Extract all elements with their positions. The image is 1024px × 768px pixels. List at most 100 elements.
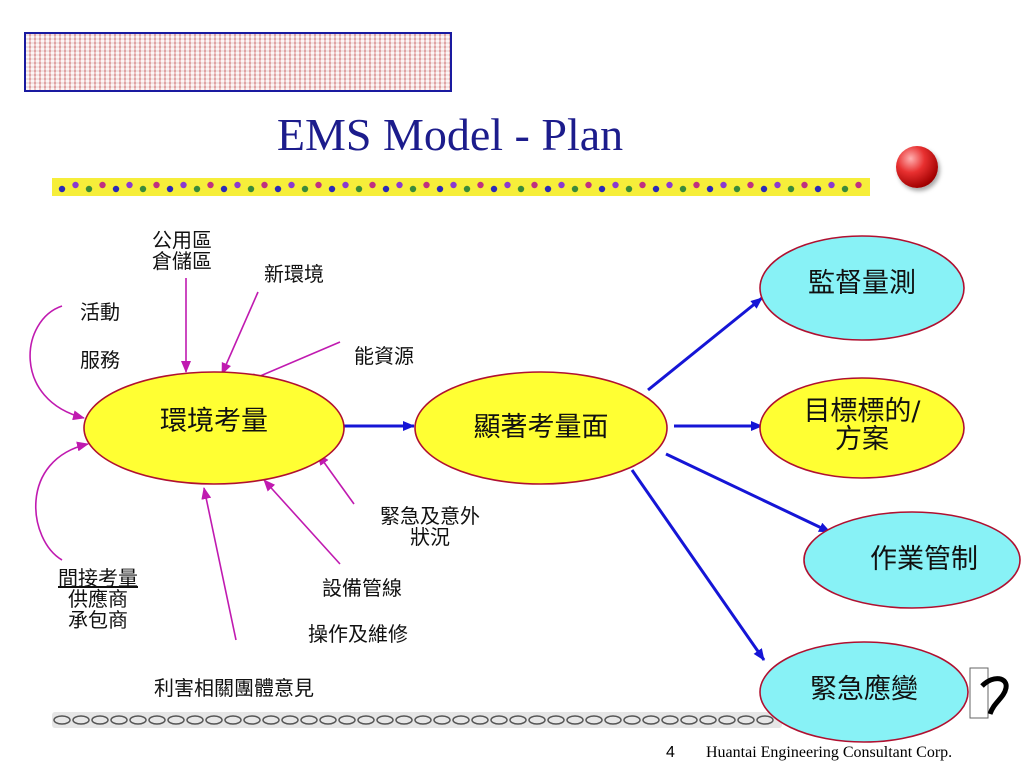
chain-link <box>243 715 261 725</box>
label-services: 服務 <box>80 348 120 372</box>
chain-link <box>91 715 109 725</box>
chain-link <box>319 715 337 725</box>
chain-link <box>718 715 736 725</box>
label-energy: 能資源 <box>354 344 414 368</box>
node-environmental-consideration <box>83 371 345 485</box>
flower-dot <box>342 181 349 189</box>
flower-dot <box>261 181 268 189</box>
slide-title: EMS Model - Plan <box>276 109 624 160</box>
flower-dot <box>720 181 727 189</box>
flower-dot <box>747 181 754 189</box>
arrow-indirect <box>35 441 89 561</box>
flower-dot <box>166 185 174 193</box>
flower-dot <box>126 181 133 189</box>
flower-dot <box>490 185 498 193</box>
node-consider-label: 環境考量 <box>160 406 268 437</box>
flower-dot <box>774 181 781 189</box>
label-new-environment: 新環境 <box>264 262 324 286</box>
flower-dot <box>504 181 511 189</box>
chain-link <box>167 715 185 725</box>
flower-dot <box>814 185 822 193</box>
flower-dot <box>220 185 228 193</box>
flower-dot <box>450 181 457 189</box>
flower-dot <box>652 185 660 193</box>
flower-dot <box>193 185 201 193</box>
flower-dot <box>760 185 768 193</box>
node-operation-label: 作業管制 <box>870 544 978 575</box>
chain-link <box>623 715 641 725</box>
flower-dot <box>85 185 93 193</box>
flower-dot <box>301 185 309 193</box>
corner-logo-icon <box>969 667 1009 719</box>
label-public-storage: 公用區 倉儲區 <box>152 228 212 273</box>
node-monitor-label: 監督量測 <box>808 268 916 299</box>
flower-dot <box>598 185 606 193</box>
flower-dot <box>463 185 471 193</box>
chain-link <box>376 715 394 725</box>
page-number: 4 <box>666 744 675 761</box>
flower-dot <box>531 181 538 189</box>
flower-dot <box>787 185 795 193</box>
flower-dot <box>693 181 700 189</box>
flower-dot <box>355 185 363 193</box>
flower-dot <box>139 185 147 193</box>
flower-dot <box>841 185 849 193</box>
flower-dot <box>679 185 687 193</box>
flower-dot <box>99 181 106 189</box>
chain-link <box>205 715 223 725</box>
node-objectives-label: 目標標的/ 方案 <box>803 396 921 456</box>
arrow-to-monitor <box>647 296 763 392</box>
flower-dot <box>409 185 417 193</box>
flower-dot <box>153 181 160 189</box>
label-indirect: 間接考量 <box>58 566 138 590</box>
chain-link <box>357 715 375 725</box>
flower-dot <box>423 181 430 189</box>
chain-link <box>110 715 128 725</box>
flower-dot <box>517 185 525 193</box>
flower-dot <box>828 181 835 189</box>
chain-link <box>433 715 451 725</box>
arrow-stakeholder <box>201 487 237 641</box>
node-emergency-response <box>759 641 969 743</box>
chain-link <box>395 715 413 725</box>
label-indirect-group: 間接考量 供應商 承包商 <box>58 568 138 631</box>
node-objectives <box>759 377 965 479</box>
arrow-equipment <box>263 479 341 565</box>
flower-dot <box>274 185 282 193</box>
flower-dot <box>706 185 714 193</box>
footer-company: Huantai Engineering Consultant Corp. <box>706 744 953 761</box>
chain-link <box>452 715 470 725</box>
chain-link <box>414 715 432 725</box>
flower-dot <box>328 185 336 193</box>
chain-link <box>585 715 603 725</box>
flower-dot <box>585 181 592 189</box>
node-monitor-measure <box>759 235 965 341</box>
flower-dot <box>247 185 255 193</box>
chain-link <box>604 715 622 725</box>
arrow-emergency-accident <box>317 453 355 505</box>
chain-link <box>547 715 565 725</box>
node-significant-label: 顯著考量面 <box>473 412 609 443</box>
flower-dot <box>288 181 295 189</box>
flower-dot <box>666 181 673 189</box>
chain-link <box>53 715 71 725</box>
flower-dot <box>733 185 741 193</box>
chain-link <box>300 715 318 725</box>
flower-dot <box>625 185 633 193</box>
chain-link <box>737 715 755 725</box>
chain-link <box>528 715 546 725</box>
flower-dot <box>436 185 444 193</box>
label-contractor: 承包商 <box>68 608 128 632</box>
flower-dot <box>801 181 808 189</box>
chain-link <box>490 715 508 725</box>
label-stakeholder: 利害相關團體意見 <box>154 676 314 700</box>
node-significant-aspects <box>414 371 668 485</box>
flower-dot <box>544 185 552 193</box>
node-operation-control <box>803 511 1021 609</box>
arrow-activities-services <box>29 305 85 421</box>
chain-link <box>262 715 280 725</box>
flower-dot <box>315 181 322 189</box>
red-ball-icon <box>896 146 938 188</box>
chain-link <box>680 715 698 725</box>
